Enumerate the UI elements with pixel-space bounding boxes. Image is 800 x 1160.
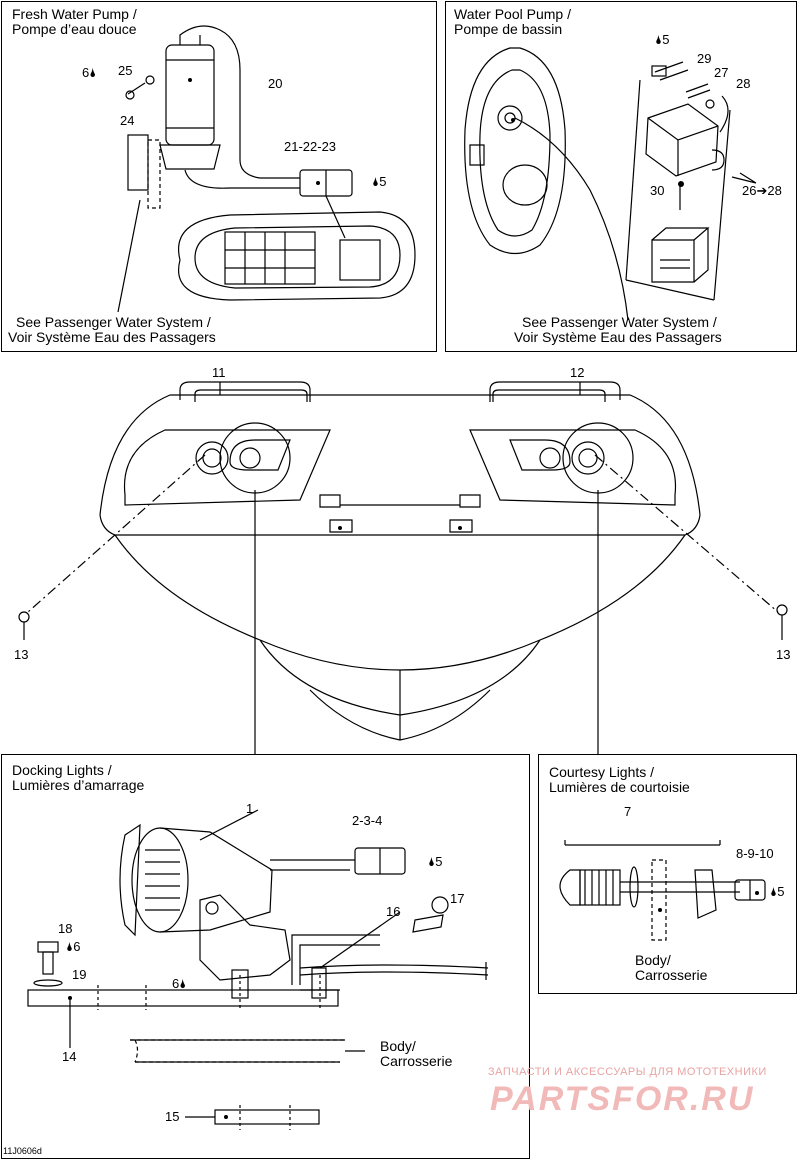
drop-icon: 🌢 [372,175,380,189]
callout-12: 12 [570,365,585,380]
callout-26-28: 26➔28 [742,183,782,198]
watermark-logo: PARTSFOR.RU [490,1080,755,1118]
callout-30: 30 [650,183,665,198]
panel-title-en: Fresh Water Pump / [12,6,137,22]
drop-icon: 🌢 [770,885,778,899]
callout-27: 27 [714,65,729,80]
see-reference-fr: Voir Système Eau des Passagers [8,329,216,345]
callout-5-drop: 🌢5 [770,884,785,900]
body-label-fr: Carrosserie [635,967,708,983]
drop-icon: 🌢 [428,855,436,869]
callout-1: 1 [246,801,254,816]
callout-5-drop: 🌢5 [655,32,670,48]
courtesy-light-drawing [559,840,766,941]
water-pool-pump-panel: Water Pool Pump / Pompe de bassin See Pa… [445,1,797,352]
courtesy-lights-panel: Courtesy Lights / Lumières de courtoisie… [538,754,797,994]
water-pool-pump-drawing [464,47,757,321]
see-reference-en: See Passenger Water System / [16,314,211,330]
body-label-en: Body/ [380,1038,416,1054]
callout-6-drop: 6🌢 [172,976,187,992]
drop-icon: 🌢 [655,33,663,47]
callout-18: 18 [58,921,73,936]
panel-title-en: Water Pool Pump / [454,6,571,22]
body-label-en: Body/ [635,952,671,968]
callout-29: 29 [697,51,712,66]
panel-title-fr: Pompe de bassin [454,21,563,37]
callout-13-right: 13 [776,647,791,662]
watermark-tagline: ЗАПЧАСТИ И АКСЕССУАРЫ ДЛЯ МОТОТЕХНИКИ [488,1066,767,1078]
callout-16: 16 [386,904,401,919]
callout-14: 14 [62,1049,77,1064]
callout-25: 25 [118,63,133,78]
callout-6-drop: 🌢6 [66,939,81,955]
fresh-water-pump-drawing [117,25,416,313]
see-reference-en: See Passenger Water System / [522,314,717,330]
callout-15: 15 [165,1109,180,1124]
callout-2-3-4: 2-3-4 [352,813,383,828]
boat-stern-drawing [99,381,701,741]
panel-title-fr: Lumières d’amarrage [12,777,145,793]
callout-6-drop: 6🌢 [82,65,97,81]
panel-title-fr: Pompe d’eau douce [12,21,137,37]
panel-title-fr: Lumières de courtoisie [549,779,690,795]
callout-5-drop: 🌢5 [428,854,443,870]
callout-17: 17 [450,891,465,906]
callout-13-left: 13 [14,647,29,662]
docking-light-drawing [27,809,489,1130]
drop-icon: 🌢 [66,940,74,954]
callout-20: 20 [268,76,283,91]
fresh-water-pump-panel: Fresh Water Pump / Pompe d’eau douce See… [1,1,437,352]
callout-5-drop: 🌢5 [372,174,387,190]
callout-28: 28 [736,76,751,91]
see-reference-fr: Voir Système Eau des Passagers [514,329,722,345]
drawing-code: 11J0606d [3,1146,42,1156]
callout-21-22-23: 21-22-23 [284,139,337,154]
panel-title-en: Courtesy Lights / [549,764,655,780]
callout-24: 24 [120,113,135,128]
drop-icon: 🌢 [89,66,97,80]
callout-7: 7 [624,804,632,819]
panel-title-en: Docking Lights / [12,762,112,778]
drop-icon: 🌢 [179,977,187,991]
docking-lights-panel: Docking Lights / Lumières d’amarrage Bod… [1,754,530,1159]
callout-19: 19 [72,967,87,982]
callout-11: 11 [212,365,226,380]
callout-8-9-10: 8-9-10 [736,846,774,861]
body-label-fr: Carrosserie [380,1053,453,1069]
